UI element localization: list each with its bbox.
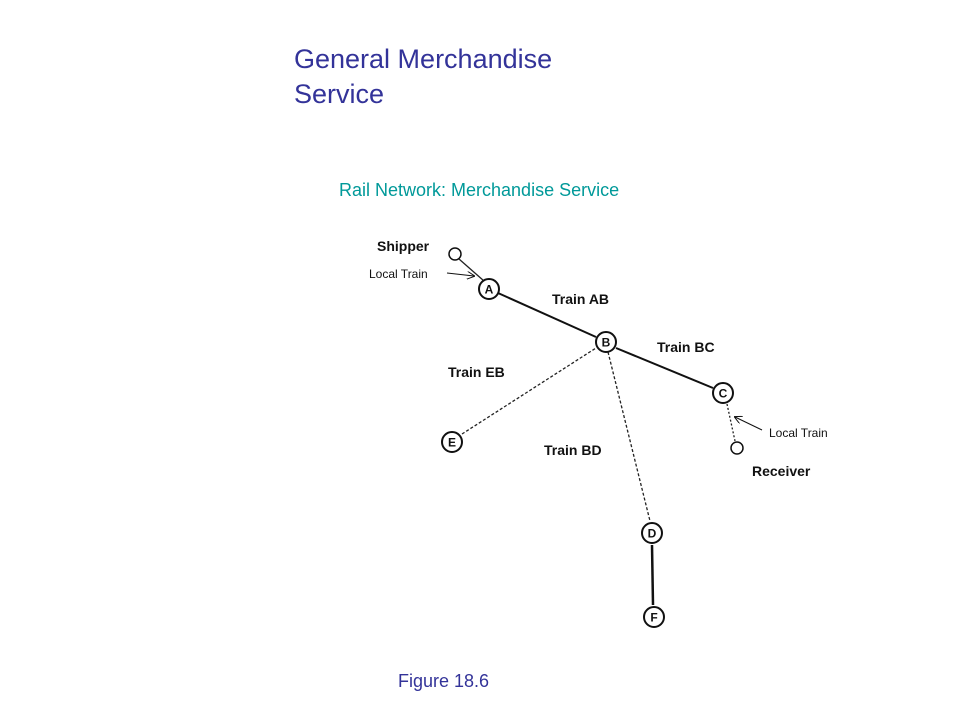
route-train-bc xyxy=(615,347,714,389)
slide-title: General Merchandise Service xyxy=(294,42,552,112)
slide-title-line-2: Service xyxy=(294,79,385,109)
shipper-terminal xyxy=(448,247,462,261)
local-train-arrow-top xyxy=(446,273,474,276)
node-c: C xyxy=(712,382,734,404)
train-ab-label: Train AB xyxy=(552,291,609,307)
node-d: D xyxy=(641,522,663,544)
route-d-to-f xyxy=(650,544,655,606)
node-e-label: E xyxy=(448,436,456,450)
node-a-label: A xyxy=(485,283,494,297)
route-train-bd xyxy=(607,351,651,522)
node-b-label: B xyxy=(602,336,611,350)
node-c-label: C xyxy=(719,387,728,401)
train-bd-label: Train BD xyxy=(544,442,602,458)
node-f: F xyxy=(643,606,665,628)
shipper-label: Shipper xyxy=(377,238,430,254)
local-train-label-top: Local Train xyxy=(369,267,428,281)
local-train-arrow-right xyxy=(735,417,763,431)
node-e: E xyxy=(441,431,463,453)
train-bc-label: Train BC xyxy=(657,339,715,355)
route-train-eb xyxy=(461,347,597,435)
route-train-ab xyxy=(497,292,597,338)
receiver-terminal xyxy=(730,441,744,455)
node-a: A xyxy=(478,278,500,300)
slide-title-line-1: General Merchandise xyxy=(294,44,553,74)
figure-caption: Figure 18.6 xyxy=(398,671,490,691)
receiver-label: Receiver xyxy=(752,463,811,479)
node-f-label: F xyxy=(650,611,657,625)
local-train-label-right: Local Train xyxy=(769,426,828,440)
diagram-title: Rail Network: Merchandise Service xyxy=(339,180,620,200)
shipper-to-a-link xyxy=(458,258,485,282)
train-eb-label: Train EB xyxy=(448,364,505,380)
c-to-receiver-link xyxy=(726,403,736,442)
node-d-label: D xyxy=(648,527,657,541)
node-b: B xyxy=(595,331,617,353)
